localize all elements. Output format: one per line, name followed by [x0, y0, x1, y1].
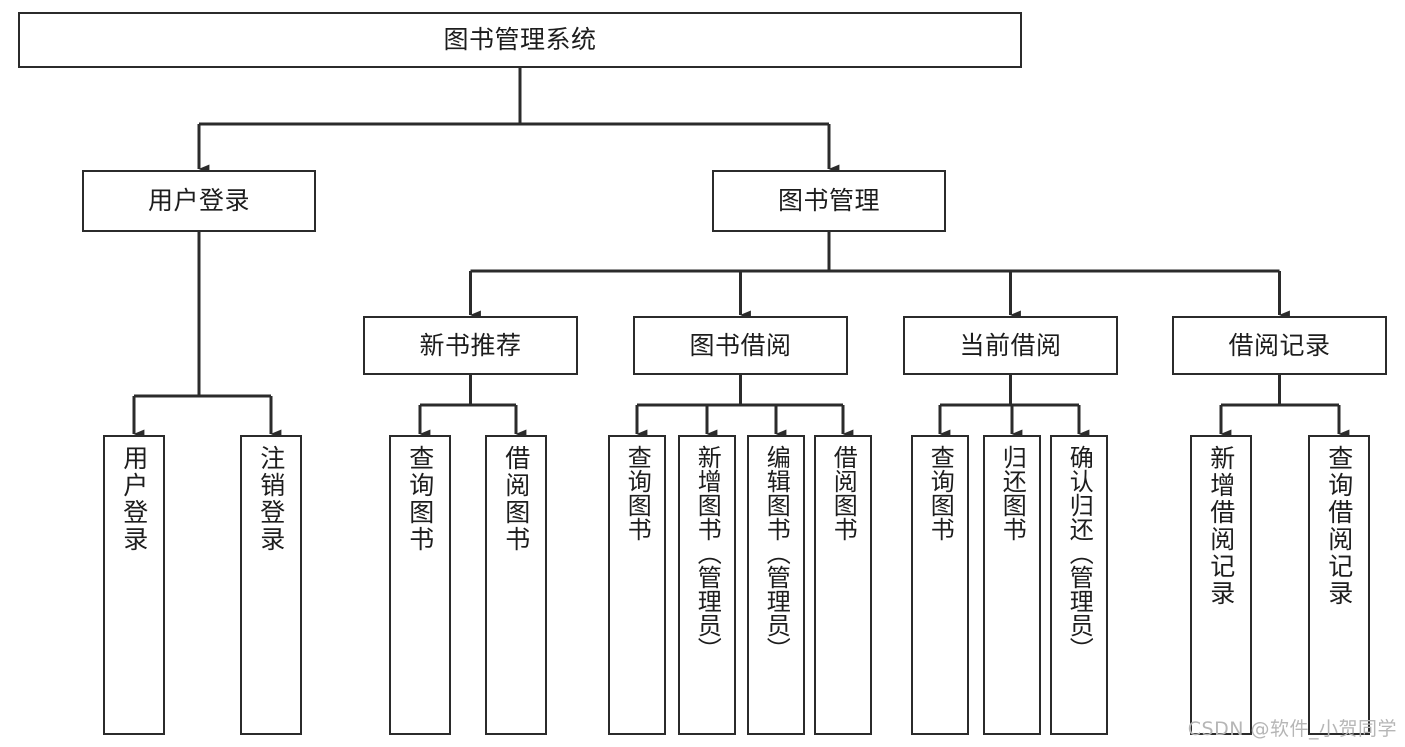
- leaf-query-book-borrowing[interactable]: 查询图书: [608, 435, 666, 735]
- node-book-borrowing[interactable]: 图书借阅: [633, 316, 848, 375]
- node-label: 图书管理系统: [443, 25, 597, 55]
- node-label: 查询图书: [926, 445, 955, 541]
- node-book-management[interactable]: 图书管理: [712, 170, 946, 232]
- node-root-book-management-system[interactable]: 图书管理系统: [18, 12, 1022, 68]
- leaf-borrow-book-borrowing[interactable]: 借阅图书: [814, 435, 872, 735]
- node-label: 查询借阅记录: [1324, 445, 1354, 607]
- node-label: 编辑图书（管理员）: [762, 445, 791, 661]
- node-label: 借阅图书: [501, 445, 531, 553]
- leaf-query-book-current[interactable]: 查询图书: [911, 435, 969, 735]
- leaf-logout[interactable]: 注销登录: [240, 435, 302, 735]
- node-label: 新增图书（管理员）: [693, 445, 722, 661]
- leaf-add-book-admin[interactable]: 新增图书（管理员）: [678, 435, 736, 735]
- node-new-book-recommendation[interactable]: 新书推荐: [363, 316, 578, 375]
- node-label: 确认归还（管理员）: [1065, 445, 1094, 661]
- node-label: 查询图书: [405, 445, 435, 553]
- node-label: 图书管理: [777, 186, 880, 216]
- node-user-login[interactable]: 用户登录: [82, 170, 316, 232]
- node-label: 注销登录: [256, 445, 286, 553]
- node-label: 新书推荐: [419, 330, 522, 360]
- node-label: 图书借阅: [689, 330, 792, 360]
- leaf-user-login[interactable]: 用户登录: [103, 435, 165, 735]
- leaf-return-book[interactable]: 归还图书: [983, 435, 1041, 735]
- node-label: 当前借阅: [959, 330, 1062, 360]
- node-label: 新增借阅记录: [1206, 445, 1236, 607]
- node-label: 用户登录: [119, 445, 149, 553]
- node-label: 借阅记录: [1228, 330, 1331, 360]
- leaf-borrow-book-recommendation[interactable]: 借阅图书: [485, 435, 547, 735]
- node-current-borrowing[interactable]: 当前借阅: [903, 316, 1118, 375]
- node-borrowing-records[interactable]: 借阅记录: [1172, 316, 1387, 375]
- leaf-confirm-return-admin[interactable]: 确认归还（管理员）: [1050, 435, 1108, 735]
- leaf-edit-book-admin[interactable]: 编辑图书（管理员）: [747, 435, 805, 735]
- node-label: 借阅图书: [829, 445, 858, 541]
- leaf-add-borrowing-record[interactable]: 新增借阅记录: [1190, 435, 1252, 735]
- node-label: 查询图书: [623, 445, 652, 541]
- node-label: 用户登录: [147, 186, 250, 216]
- leaf-query-book-recommendation[interactable]: 查询图书: [389, 435, 451, 735]
- leaf-query-borrowing-record[interactable]: 查询借阅记录: [1308, 435, 1370, 735]
- node-label: 归还图书: [998, 445, 1027, 541]
